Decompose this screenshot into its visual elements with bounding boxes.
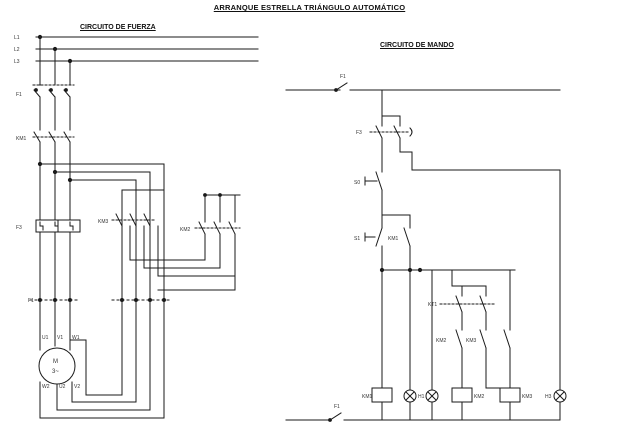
label-s0: S0	[354, 180, 360, 186]
label-bottom-fuse: F1	[334, 404, 340, 410]
control-top-line	[285, 82, 561, 117]
label-coil-km3: KM3	[522, 394, 533, 400]
motor-m	[38, 339, 165, 419]
contactor-km3	[111, 189, 165, 277]
label-fuse-f1: F1	[16, 92, 22, 98]
power-bus-connections	[37, 161, 165, 419]
terminal-strip	[29, 298, 171, 302]
label-s1: S1	[354, 236, 360, 242]
label-l2: L2	[14, 47, 20, 53]
label-interlock-km2: KM2	[436, 338, 447, 344]
label-v1: V1	[57, 335, 63, 341]
label-lamp-h1: H1	[418, 394, 425, 400]
coil-km1-branch	[371, 269, 417, 421]
fuse-f1-power	[32, 84, 75, 131]
control-bottom-line	[285, 412, 561, 422]
label-control-fuse: F1	[340, 74, 346, 80]
label-km2: KM2	[180, 227, 191, 233]
label-f3: F3	[16, 225, 22, 231]
label-u2: U2	[59, 384, 66, 390]
label-v2: V2	[74, 384, 80, 390]
contactor-km2	[129, 193, 241, 291]
label-w2: W2	[42, 384, 50, 390]
power-circuit	[29, 34, 259, 419]
label-interlock-km3: KM3	[466, 338, 477, 344]
label-u1: U1	[42, 335, 49, 341]
contactor-km1	[32, 131, 75, 221]
label-control-f3: F3	[356, 130, 362, 136]
label-l3: L3	[14, 59, 20, 65]
label-coil-km1: KM1	[362, 394, 373, 400]
supply-lines	[35, 34, 259, 86]
label-l1: L1	[14, 35, 20, 41]
control-circuit	[285, 82, 567, 422]
control-circuit-title: CIRCUITO DE MANDO	[380, 42, 454, 49]
timer-kt1-branch	[439, 269, 511, 389]
start-button-s1	[364, 214, 516, 273]
coils-row	[425, 269, 567, 421]
label-km3: KM3	[98, 219, 109, 225]
label-coil-km2: KM2	[474, 394, 485, 400]
label-kt1: KT1	[428, 302, 437, 308]
label-km1: KM1	[16, 136, 27, 142]
motor-label: M	[53, 359, 58, 365]
thermal-relay-f3	[35, 219, 81, 341]
label-lamp-h3: H3	[545, 394, 552, 400]
thermal-contact-f3	[369, 115, 561, 376]
label-w1: W1	[72, 335, 80, 341]
stop-button-s0	[364, 171, 383, 229]
label-self-hold: KM1	[388, 236, 399, 242]
motor-symbol: 3~	[52, 369, 59, 375]
main-title: ARRANQUE ESTRELLA TRIÁNGULO AUTOMÁTICO	[213, 3, 406, 12]
label-terminal-x1: F1	[28, 298, 34, 304]
power-circuit-title: CIRCUITO DE FUERZA	[80, 24, 156, 31]
